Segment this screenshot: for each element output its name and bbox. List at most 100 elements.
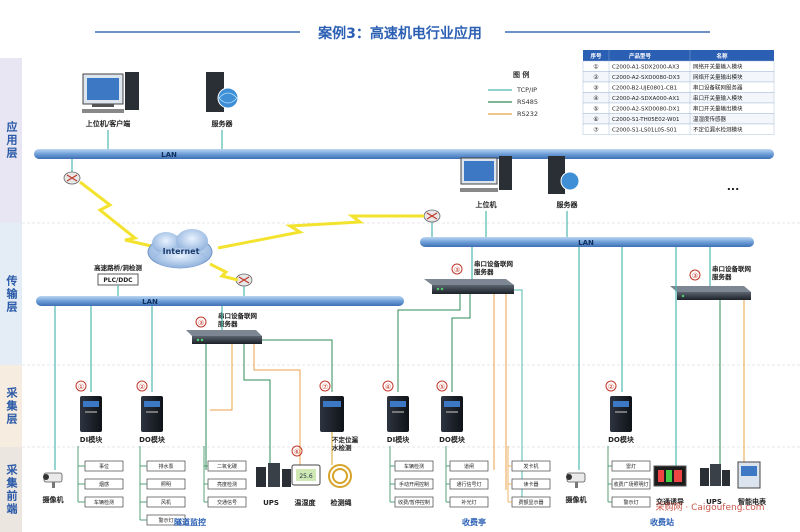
- table-cell-index: ②: [593, 74, 599, 81]
- wireless-link-right: [217, 214, 424, 250]
- table-cell-index: ⑤: [593, 106, 598, 113]
- device-label: 收费广场照明灯: [613, 481, 648, 488]
- ellipsis-more: ...: [727, 180, 740, 193]
- table-cell-index: ③: [593, 85, 598, 92]
- layer-transport: 传输层: [0, 223, 22, 365]
- leak-module-icon: [320, 396, 344, 432]
- leak-rope-icon: [328, 464, 352, 488]
- do-module-right-icon: [610, 396, 632, 432]
- table-cell-name: 网络开关量输出模块: [693, 73, 743, 81]
- table-cell-model: C2000-A1-SDX2000-AX3: [612, 65, 680, 71]
- temp-humidity-sensor-icon: 25.6: [291, 464, 321, 486]
- badge: ①: [78, 383, 84, 391]
- device-label: 通行信号灯: [456, 481, 481, 488]
- device-label: 事位: [99, 463, 109, 470]
- device-label: 风机: [161, 499, 171, 506]
- do-module-right-label: DO模块: [608, 435, 635, 444]
- badge-3-left: ③: [198, 319, 204, 327]
- leak-module-label: 不定位漏水检测: [332, 435, 359, 452]
- di-module-left-icon: [80, 396, 102, 432]
- layer-frontend: 采集前端: [0, 447, 22, 532]
- section-tunnel-monitor: 隧道监控: [174, 517, 206, 527]
- router-icon-right: [423, 209, 441, 223]
- smart-meter-icon: [737, 461, 761, 489]
- badge-3-mid: ③: [454, 266, 460, 274]
- badge: ②: [608, 383, 614, 391]
- internet-cloud-icon: [147, 229, 213, 269]
- layer-collection: 采集层: [0, 365, 22, 447]
- badge: ④: [385, 383, 391, 391]
- device-label: 交通信号: [217, 499, 237, 506]
- lan-label-top: LAN: [161, 151, 177, 159]
- table-cell-index: ⑥: [593, 116, 598, 123]
- serial-server-left-label: 串口设备联网服务器: [218, 311, 258, 328]
- table-row: [582, 123, 775, 135]
- plc-label: PLC/DDC: [103, 277, 133, 284]
- ups-right-label: UPS: [706, 498, 722, 506]
- legend-label-tcpip: TCP/IP: [516, 86, 537, 94]
- do-module-left-icon: [141, 396, 163, 432]
- serial-server-right: [670, 286, 751, 300]
- lan-bar-top: LAN: [34, 149, 774, 159]
- table-cell-model: C2000-B2-UJE0801-CB1: [612, 86, 677, 92]
- table-cell-model: C2000-S1-LS01L05-S01: [612, 128, 677, 134]
- table-cell-name: 网络开关量输入模块: [693, 63, 743, 71]
- table-cell-name: 温湿度传感器: [693, 115, 727, 123]
- traffic-sign-icon: [653, 465, 687, 487]
- server-top-label: 服务器: [212, 119, 234, 128]
- ups-icon-right: [700, 464, 730, 486]
- device-label: 警示灯: [623, 499, 638, 506]
- di-module-mid-icon: [387, 396, 409, 432]
- table-cell-model: C2000-A2-SDXA000-AX1: [612, 96, 680, 102]
- internet-label: Internet: [163, 247, 200, 256]
- table-cell-model: C2000-A2-SXD0080-DX1: [612, 107, 680, 113]
- page-title: 案例3：高速机电行业应用: [317, 25, 482, 42]
- temp-humidity-label: 温湿度: [295, 498, 317, 507]
- router-icon-top: [63, 171, 81, 185]
- legend-title: 图 例: [513, 70, 529, 79]
- badge: ②: [139, 383, 145, 391]
- legend-label-rs485: RS485: [517, 98, 538, 106]
- do-module-mid-icon: [441, 396, 463, 432]
- legend-label-rs232: RS232: [517, 110, 538, 118]
- lan-bar-right: LAN: [420, 237, 754, 247]
- server-right-icon: [548, 156, 580, 194]
- device-label: 收费/暂停控制: [398, 499, 430, 506]
- device-label: 排水泵: [158, 463, 173, 470]
- badge-circle: [195, 316, 207, 328]
- serial-server-left: [186, 330, 262, 344]
- table-cell-index: ①: [593, 64, 598, 71]
- pc-right-label: 上位机: [476, 200, 497, 209]
- pc-client-label: 上位机/客户端: [86, 119, 131, 128]
- wireless-link-left: [79, 180, 161, 250]
- table-header-model: 产品型号: [629, 52, 652, 60]
- di-module-left-label: DI模块: [80, 435, 103, 444]
- svg-text:25.6: 25.6: [299, 473, 313, 480]
- badge-6: ⑥: [294, 448, 300, 456]
- pc-client-icon: [82, 72, 139, 113]
- table-cell-name: 串口开关量输出模块: [693, 105, 743, 113]
- traffic-sign-label: 交通诱导: [656, 497, 684, 506]
- layer-application: 应用层: [0, 58, 22, 223]
- router-icon-left: [235, 273, 253, 287]
- device-label: 道闸: [464, 463, 474, 470]
- smart-meter-label: 智能电表: [738, 497, 767, 506]
- device-label: 读卡器: [523, 481, 538, 488]
- device-label: 费额显示器: [518, 499, 543, 506]
- device-label: 照明: [161, 482, 171, 488]
- device-label: 补光灯: [461, 499, 476, 506]
- device-label: 车辆检测: [94, 499, 114, 506]
- camera-right-label: 摄像机: [566, 495, 587, 504]
- table-header-name: 名称: [716, 52, 728, 60]
- ups-icon-left: [256, 463, 291, 487]
- table-cell-name: 不定位漏水检测模块: [693, 126, 743, 134]
- table-cell-name: 串口开关量输入模块: [693, 94, 743, 102]
- serial-server-mid-label: 串口设备联网服务器: [474, 259, 514, 276]
- serial-server-right-label: 串口设备联网服务器: [712, 264, 752, 281]
- lan-label-left: LAN: [142, 298, 158, 306]
- lan-bar-left: LAN: [36, 296, 404, 306]
- wireless-link-bottom: [209, 262, 239, 282]
